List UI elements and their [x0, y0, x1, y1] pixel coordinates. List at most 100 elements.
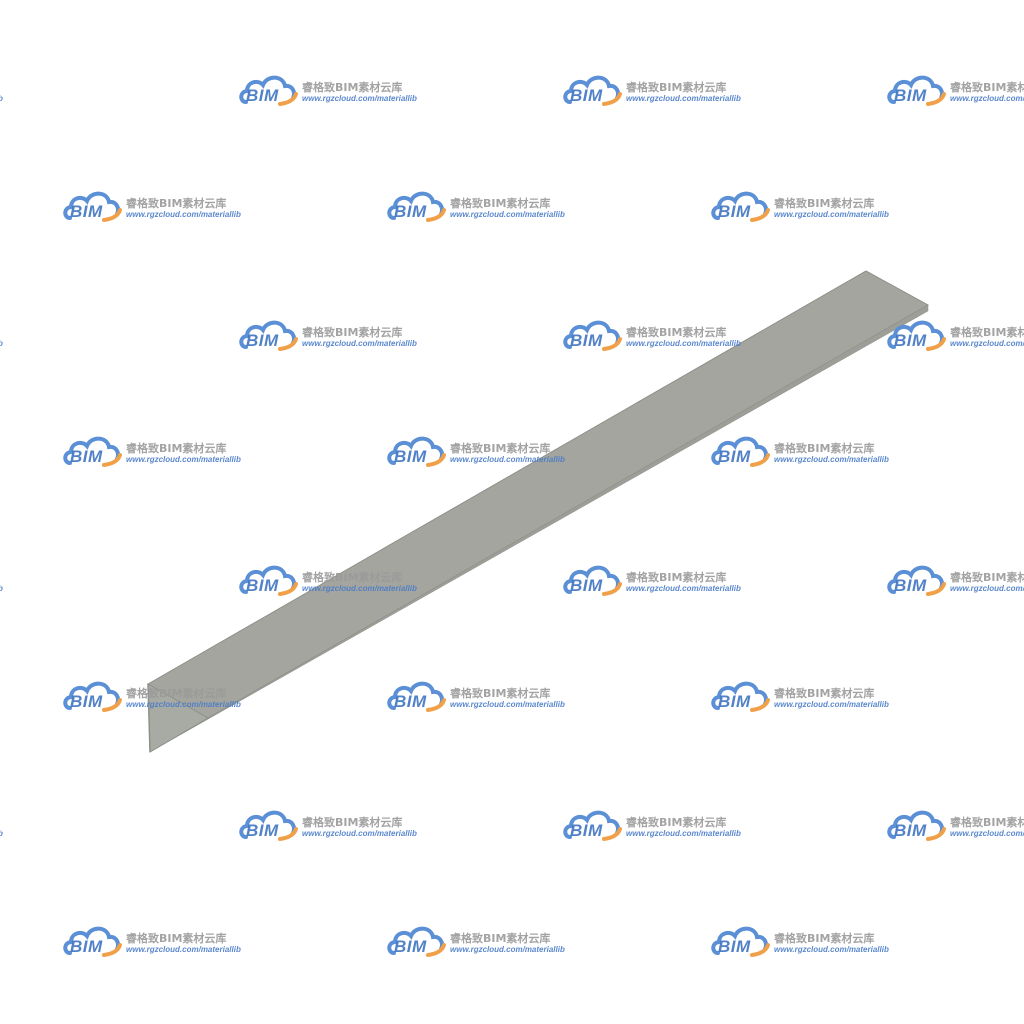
watermark-url: www.rgzcloud.com/materiallib [0, 829, 3, 838]
watermark-logo-text: BIM [394, 937, 427, 956]
cloud-logo-icon [387, 926, 446, 957]
watermark: BIM 睿格致BIM素材云库 www.rgzcloud.com/material… [710, 431, 900, 475]
watermark-url: www.rgzcloud.com/materiallib [302, 584, 417, 593]
watermark-url: www.rgzcloud.com/materiallib [126, 945, 241, 954]
watermark: BIM 睿格致BIM素材云库 www.rgzcloud.com/material… [562, 70, 752, 114]
watermark-logo-text: BIM [246, 331, 279, 350]
watermark-logo-text: BIM [246, 576, 279, 595]
cloud-logo-icon [387, 436, 446, 467]
watermark: BIM 睿格致BIM素材云库 www.rgzcloud.com/material… [62, 186, 252, 230]
cloud-logo-icon [239, 320, 298, 351]
watermark: BIM 睿格致BIM素材云库 www.rgzcloud.com/material… [562, 560, 752, 604]
watermark: BIM 睿格致BIM素材云库 www.rgzcloud.com/material… [0, 805, 14, 849]
watermark-logo-text: BIM [70, 937, 103, 956]
watermark-url: www.rgzcloud.com/materiallib [126, 455, 241, 464]
watermark: BIM 睿格致BIM素材云库 www.rgzcloud.com/material… [562, 315, 752, 359]
watermark-title: 睿格致BIM素材云库 [450, 442, 551, 455]
watermark-logo-text: BIM [894, 86, 927, 105]
watermark: BIM 睿格致BIM素材云库 www.rgzcloud.com/material… [710, 921, 900, 965]
cloud-logo-icon [887, 565, 946, 596]
watermark-title: 睿格致BIM素材云库 [126, 687, 227, 700]
watermark-url: www.rgzcloud.com/materiallib [626, 94, 741, 103]
watermark-url: www.rgzcloud.com/materiallib [126, 700, 241, 709]
watermark-title: 睿格致BIM素材云库 [774, 687, 875, 700]
watermark-url: www.rgzcloud.com/materiallib [626, 339, 741, 348]
watermark-logo-text: BIM [894, 576, 927, 595]
watermark-title: 睿格致BIM素材云库 [302, 81, 403, 94]
watermark: BIM 睿格致BIM素材云库 www.rgzcloud.com/material… [386, 186, 576, 230]
watermark-url: www.rgzcloud.com/materiallib [626, 829, 741, 838]
watermark: BIM 睿格致BIM素材云库 www.rgzcloud.com/material… [0, 560, 14, 604]
watermark-title: 睿格致BIM素材云库 [450, 197, 551, 210]
watermark-logo-text: BIM [394, 447, 427, 466]
watermark: BIM 睿格致BIM素材云库 www.rgzcloud.com/material… [238, 560, 428, 604]
watermark-url: www.rgzcloud.com/materiallib [450, 210, 565, 219]
watermark: BIM 睿格致BIM素材云库 www.rgzcloud.com/material… [886, 315, 1024, 359]
watermark-url: www.rgzcloud.com/materiallib [126, 210, 241, 219]
cloud-logo-icon [563, 810, 622, 841]
watermark: BIM 睿格致BIM素材云库 www.rgzcloud.com/material… [238, 70, 428, 114]
watermark-url: www.rgzcloud.com/materiallib [450, 945, 565, 954]
watermark-logo-text: BIM [894, 821, 927, 840]
watermark-logo-text: BIM [70, 202, 103, 221]
watermark-title: 睿格致BIM素材云库 [302, 326, 403, 339]
watermark-url: www.rgzcloud.com/materiallib [774, 945, 889, 954]
watermark-title: 睿格致BIM素材云库 [950, 326, 1024, 339]
watermark: BIM 睿格致BIM素材云库 www.rgzcloud.com/material… [62, 921, 252, 965]
watermark: BIM 睿格致BIM素材云库 www.rgzcloud.com/material… [886, 560, 1024, 604]
cloud-logo-icon [563, 75, 622, 106]
watermark-logo-text: BIM [70, 447, 103, 466]
watermark-title: 睿格致BIM素材云库 [626, 816, 727, 829]
watermark: BIM 睿格致BIM素材云库 www.rgzcloud.com/material… [710, 676, 900, 720]
watermark-logo-text: BIM [718, 447, 751, 466]
cloud-logo-icon [563, 565, 622, 596]
watermark-title: 睿格致BIM素材云库 [126, 442, 227, 455]
watermark-title: 睿格致BIM素材云库 [302, 816, 403, 829]
watermark: BIM 睿格致BIM素材云库 www.rgzcloud.com/material… [562, 805, 752, 849]
watermark: BIM 睿格致BIM素材云库 www.rgzcloud.com/material… [386, 431, 576, 475]
watermark-logo-text: BIM [718, 202, 751, 221]
watermark-logo-text: BIM [394, 202, 427, 221]
watermark-url: www.rgzcloud.com/materiallib [950, 584, 1024, 593]
cloud-logo-icon [239, 75, 298, 106]
cloud-logo-icon [239, 565, 298, 596]
watermark-logo-text: BIM [718, 692, 751, 711]
cloud-logo-icon [63, 191, 122, 222]
watermark-url: www.rgzcloud.com/materiallib [774, 700, 889, 709]
watermark-url: www.rgzcloud.com/materiallib [950, 339, 1024, 348]
watermark-url: www.rgzcloud.com/materiallib [302, 94, 417, 103]
cloud-logo-icon [63, 926, 122, 957]
watermark: BIM 睿格致BIM素材云库 www.rgzcloud.com/material… [386, 921, 576, 965]
watermark: BIM 睿格致BIM素材云库 www.rgzcloud.com/material… [238, 315, 428, 359]
watermark-title: 睿格致BIM素材云库 [626, 326, 727, 339]
watermark-title: 睿格致BIM素材云库 [774, 197, 875, 210]
watermark-title: 睿格致BIM素材云库 [774, 932, 875, 945]
watermark-url: www.rgzcloud.com/materiallib [0, 94, 3, 103]
watermark-url: www.rgzcloud.com/materiallib [0, 584, 3, 593]
watermark-url: www.rgzcloud.com/materiallib [450, 700, 565, 709]
watermark: BIM 睿格致BIM素材云库 www.rgzcloud.com/material… [886, 805, 1024, 849]
watermark-title: 睿格致BIM素材云库 [950, 81, 1024, 94]
watermark-url: www.rgzcloud.com/materiallib [302, 339, 417, 348]
watermark-url: www.rgzcloud.com/materiallib [950, 829, 1024, 838]
watermark-title: 睿格致BIM素材云库 [126, 197, 227, 210]
watermark: BIM 睿格致BIM素材云库 www.rgzcloud.com/material… [886, 70, 1024, 114]
watermark-title: 睿格致BIM素材云库 [950, 571, 1024, 584]
watermark-logo-text: BIM [894, 331, 927, 350]
bar-edge-line [147, 683, 151, 753]
watermark-url: www.rgzcloud.com/materiallib [774, 455, 889, 464]
cloud-logo-icon [387, 191, 446, 222]
watermark-url: www.rgzcloud.com/materiallib [0, 339, 3, 348]
watermark-title: 睿格致BIM素材云库 [950, 816, 1024, 829]
watermark: BIM 睿格致BIM素材云库 www.rgzcloud.com/material… [62, 676, 252, 720]
cloud-logo-icon [711, 436, 770, 467]
cloud-logo-icon [63, 681, 122, 712]
watermark-logo-text: BIM [570, 86, 603, 105]
cloud-logo-icon [711, 926, 770, 957]
watermark: BIM 睿格致BIM素材云库 www.rgzcloud.com/material… [710, 186, 900, 230]
cloud-logo-icon [563, 320, 622, 351]
watermark-title: 睿格致BIM素材云库 [774, 442, 875, 455]
watermark-logo-text: BIM [570, 821, 603, 840]
